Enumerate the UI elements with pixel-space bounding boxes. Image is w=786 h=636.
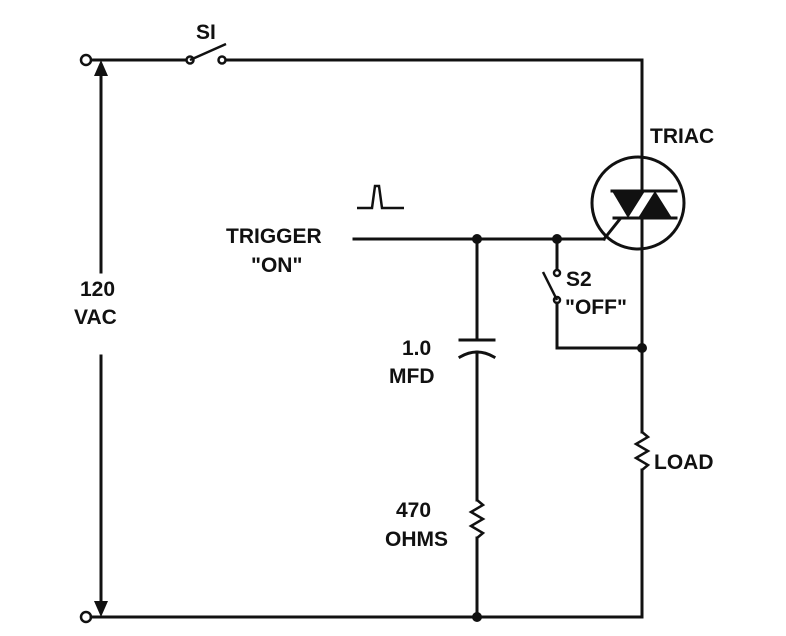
resistor-value-label: 470 [396,499,431,522]
vac-unit-label: VAC [74,306,117,329]
capacitor-unit-label: MFD [389,365,435,388]
s2-off-label: "OFF" [565,296,627,319]
vac-value-label: 120 [80,278,115,301]
trigger-on-label: "ON" [251,254,302,277]
trigger-line [352,216,623,244]
bottom-wire [89,612,644,622]
trigger-pulse-icon [357,184,404,210]
capacitor-value-label: 1.0 [402,337,431,360]
triac-label: TRIAC [650,125,714,148]
load-resistor [633,247,651,619]
voltage-arrow [94,60,108,617]
s1-label: SI [196,21,216,44]
capacitor [457,237,497,502]
s2-switch [541,237,647,353]
s1-switch [185,42,227,65]
resistor-unit-label: OHMS [385,528,448,551]
load-label: LOAD [654,451,714,474]
top-wire [84,58,644,160]
input-terminals [79,53,93,624]
triac-symbol [590,155,686,251]
resistor-470 [468,499,486,619]
s2-label: S2 [566,268,592,291]
trigger-label: TRIGGER [226,225,322,248]
